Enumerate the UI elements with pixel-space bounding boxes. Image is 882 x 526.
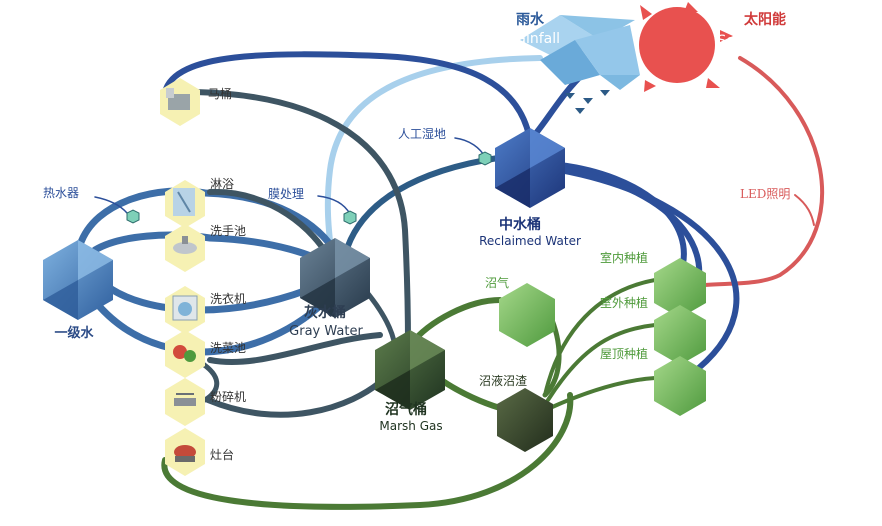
leader-membrane	[317, 195, 351, 215]
connectors	[126, 151, 492, 225]
toilet-label: 马桶	[208, 86, 232, 101]
pipe-toilet-feed	[162, 51, 533, 143]
solar-label-cn: 太阳能	[744, 11, 786, 28]
biogas-label: 沼气	[485, 275, 509, 290]
pipe-gray-to-reclaimed	[342, 155, 501, 258]
solar-label-en: Solar Energy	[717, 33, 806, 49]
sink-label: 洗手池	[210, 224, 246, 238]
connector-wetland	[478, 151, 492, 166]
pipe-slurry-indoor	[543, 278, 657, 397]
stove-label: 灶台	[210, 447, 234, 462]
indoor-planting-label: 室内种植	[600, 250, 648, 265]
pipe-stove-loop	[161, 392, 574, 510]
outdoor-planting-node	[654, 305, 706, 365]
connector-membrane	[343, 210, 357, 225]
rain-drop	[583, 98, 593, 104]
marsh-label-cn: 沼气桶	[385, 401, 427, 418]
heater-label: 热水器	[43, 186, 79, 200]
pipe-marsh-loop	[207, 332, 383, 366]
pipe-rainfall	[324, 55, 543, 261]
connector-heater	[126, 209, 140, 224]
shower-label: 淋浴	[210, 177, 234, 191]
toilet-icon	[160, 78, 200, 126]
sun-ray	[644, 80, 656, 92]
pipe-grinder-marsh	[205, 375, 388, 418]
pipe-sink-loop	[91, 231, 339, 274]
slurry-label: 沼液沼渣	[479, 373, 527, 388]
pipe-solar	[703, 56, 825, 287]
sun-ray	[640, 5, 652, 20]
vegetable-sink-icon	[165, 330, 205, 378]
washing-machine-icon	[165, 286, 205, 334]
sun-ray	[720, 30, 733, 42]
veg-sink-label: 洗菜池	[210, 341, 246, 355]
indoor-planting-node	[654, 258, 706, 318]
pipe-led	[794, 194, 815, 226]
rain-drop	[565, 93, 575, 99]
grinder-label: 粉碎机	[210, 389, 246, 404]
pipe-slurry-roof	[548, 376, 657, 410]
slurry-node	[497, 388, 553, 452]
sun-ray	[684, 2, 698, 12]
gray-label-cn: 灰水桶	[304, 304, 346, 321]
pipe-slurry-outdoor	[546, 323, 657, 402]
gray-label-en: Gray Water	[289, 324, 363, 339]
reclaimed-water-tank	[495, 128, 565, 208]
gray-water-tank	[300, 238, 370, 318]
membrane-label: 膜处理	[268, 187, 304, 201]
washer-label: 洗衣机	[210, 291, 246, 306]
primary-label: 一级水	[54, 325, 94, 341]
pipe-reclaimed-roof	[557, 167, 740, 378]
reclaimed-label-en: Reclaimed Water	[479, 234, 581, 248]
roof-planting-node	[654, 356, 706, 416]
rain-cloud	[520, 15, 640, 114]
rain-label-cn: 雨水	[516, 11, 545, 28]
rain-label-en: Rainfall	[508, 31, 560, 47]
roof-planting-label: 屋顶种植	[600, 346, 648, 361]
marsh-gas-tank	[375, 330, 445, 410]
reclaimed-label-cn: 中水桶	[499, 216, 541, 233]
pipe-rain-to-reclaimed	[527, 69, 588, 143]
pipe-gray-marsh	[362, 287, 398, 353]
rain-drop	[600, 90, 610, 96]
pipe-toilet-to-marsh	[192, 89, 411, 348]
wetland-label: 人工湿地	[398, 126, 446, 141]
sink-icon	[165, 224, 205, 272]
stove-icon	[165, 428, 205, 476]
labels: 雨水 Rainfall 太阳能 Solar Energy 一级水 灰水桶 Gra…	[43, 11, 807, 462]
pipe-veg-grinder	[197, 359, 220, 403]
rain-drop	[575, 108, 585, 114]
primary-water-tank	[43, 240, 113, 320]
grinder-icon	[165, 378, 205, 426]
led-label: LED照明	[740, 187, 790, 201]
marsh-label-en: Marsh Gas	[379, 419, 442, 433]
outdoor-planting-label: 室外种植	[600, 295, 648, 310]
biogas-node	[499, 283, 555, 347]
shower-icon	[165, 180, 205, 228]
leader-heater	[94, 196, 128, 214]
sun-ray	[706, 78, 720, 88]
sun-disc	[639, 7, 715, 83]
